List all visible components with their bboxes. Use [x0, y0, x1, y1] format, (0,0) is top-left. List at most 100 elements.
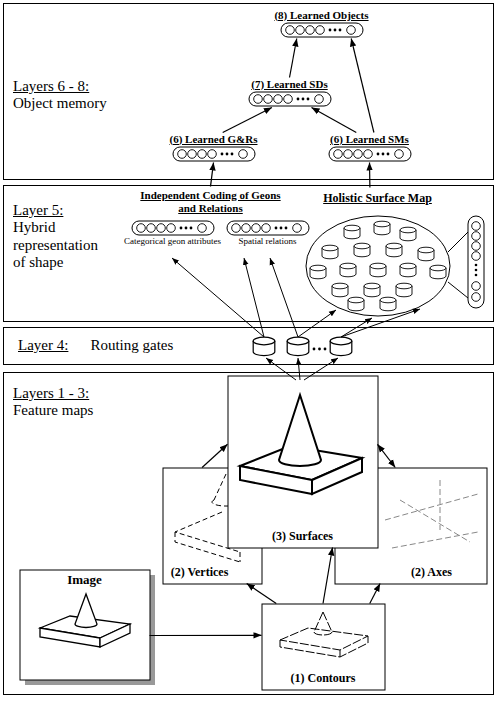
routing-gate-part — [318, 348, 321, 351]
unit — [333, 150, 342, 159]
unit-vector-outline — [227, 221, 309, 235]
gate-arrow-part — [172, 258, 264, 337]
connector-arrow — [150, 635, 262, 636]
unit-layer: (7) Learned SDs — [246, 78, 334, 108]
routing-gate-part — [287, 337, 309, 355]
unit-layer: (8) Learned Objects — [272, 9, 371, 39]
contours-panel — [262, 604, 385, 690]
unit — [343, 150, 352, 159]
image-panel-part — [100, 624, 130, 647]
unit-vector — [248, 91, 332, 107]
gate-arrow-part — [298, 358, 300, 380]
unit-vector — [280, 22, 364, 38]
unit — [146, 223, 155, 232]
surface-map-ring-part — [472, 293, 481, 302]
unit-vector-outline — [329, 147, 411, 161]
layer-label: Object memory — [13, 95, 107, 112]
connector-arrow — [223, 108, 272, 133]
panel-label: (2) Axes — [377, 566, 487, 580]
unit — [292, 223, 301, 232]
surface-map-ring-part — [475, 274, 478, 277]
surface-map-ring-part — [374, 221, 390, 235]
surface-map: Holistic Surface Map — [306, 188, 490, 320]
gate-arrow-part — [298, 310, 336, 337]
unit-vector-outline — [173, 147, 255, 161]
surface-map-ring-part — [472, 282, 481, 291]
surface-map-ring-part — [472, 222, 481, 231]
layer-label: Layer 4: — [18, 337, 68, 354]
ellipsis-dot — [306, 98, 309, 101]
layer-band: Categorical geon attributesSpatial relat… — [3, 185, 494, 322]
connector-arrow — [369, 163, 371, 188]
layer-title: (7) Learned SDs — [251, 78, 327, 92]
unit-vector — [131, 220, 215, 236]
axes-panel-part — [385, 480, 478, 548]
surface-map-ring-part — [380, 297, 396, 311]
gate-arrow-part — [244, 258, 264, 337]
unit — [197, 150, 206, 159]
surface-map-ring-part — [370, 263, 386, 277]
unit-label: Spatial relations — [238, 236, 296, 247]
unit — [394, 150, 403, 159]
ellipsis-dot — [338, 29, 341, 32]
layer-title: (8) Learned Objects — [274, 9, 368, 23]
layer-title: (6) Learned G&Rs — [170, 133, 258, 147]
unit — [187, 150, 196, 159]
routing-gate — [253, 337, 352, 355]
surface-map-ring-part — [340, 263, 356, 277]
unit — [346, 26, 355, 35]
image-panel-part — [75, 594, 97, 628]
ellipsis-dot — [189, 226, 192, 229]
layer-label: Layers 1 - 3: — [13, 385, 89, 402]
surface-map-ring-part — [468, 216, 484, 308]
ellipsis-dot — [386, 153, 389, 156]
surface-map-ring-part — [472, 252, 481, 261]
unit-vector-outline — [281, 23, 363, 37]
surface-map-ring-part — [400, 263, 416, 277]
group-title: Independent Coding of Geons and Relation… — [136, 189, 286, 215]
feature-map-panel: (2) Axes — [335, 468, 487, 584]
unit — [136, 223, 145, 232]
unit — [314, 95, 323, 104]
surfaces-panel-part — [240, 466, 312, 494]
surfaces-panel — [228, 376, 378, 548]
unit — [261, 223, 270, 232]
unit — [177, 150, 186, 159]
unit — [231, 223, 240, 232]
surface-map-ring-part — [448, 282, 468, 298]
layer-label: Layer 5: — [13, 202, 63, 219]
surface-map-ring-part — [310, 265, 326, 279]
routing-gate-part — [313, 348, 316, 351]
surface-map-ring-part — [396, 283, 412, 297]
unit-layer: (6) Learned SMs — [326, 133, 414, 163]
unit-vector-outline — [249, 92, 331, 106]
connector-arrow — [312, 108, 357, 133]
unit — [238, 150, 247, 159]
unit-vector — [172, 146, 256, 162]
feature-map-panel: (2) Vertices — [163, 468, 262, 584]
panel-label: (3) Surfaces — [228, 530, 378, 544]
unit — [263, 95, 272, 104]
surface-map-ring-part — [400, 227, 416, 241]
feature-map-panel: Image — [20, 570, 150, 680]
unit — [197, 223, 206, 232]
image-panel-part — [20, 570, 150, 680]
unit — [166, 223, 175, 232]
surface-map-ring-part — [344, 225, 360, 239]
unit — [295, 26, 304, 35]
ellipsis-dot — [184, 226, 187, 229]
surface-map-ring — [306, 216, 484, 316]
contours-panel-part — [262, 604, 385, 690]
routing-gate-part — [330, 337, 352, 355]
ellipsis-dot — [296, 98, 299, 101]
layer-band: Image(1) Contours(2) Vertices(3) Surface… — [3, 372, 494, 695]
unit — [253, 95, 262, 104]
unit-vector — [226, 220, 310, 236]
connector-arrow — [370, 584, 380, 604]
unit — [207, 150, 216, 159]
ellipsis-dot — [230, 153, 233, 156]
surface-map-ring-part — [332, 283, 348, 297]
unit-vector — [328, 146, 412, 162]
surfaces-panel-part — [279, 395, 321, 466]
unit — [251, 223, 260, 232]
